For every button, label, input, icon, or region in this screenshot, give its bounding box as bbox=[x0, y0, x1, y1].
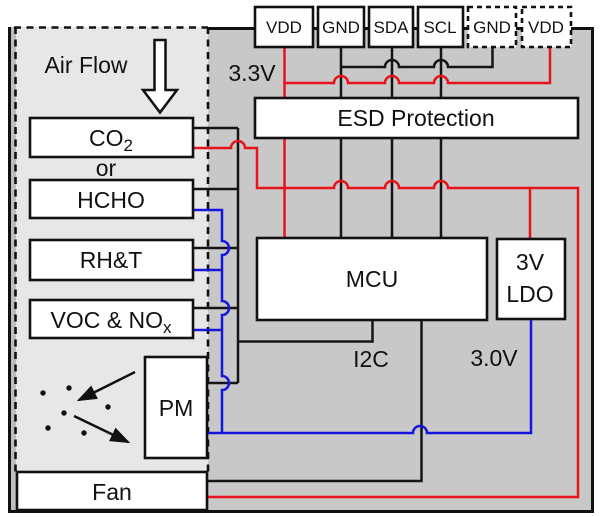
co2-label: CO2 bbox=[89, 125, 133, 155]
rail-30v-sensor-bus-wire bbox=[193, 208, 231, 433]
pin-sda bbox=[367, 5, 415, 49]
co2-label-subscript: 2 bbox=[124, 136, 133, 155]
rail-33v-main-wire bbox=[193, 139, 580, 499]
i2c-bus-label: I2C bbox=[353, 346, 389, 372]
particle-dot bbox=[61, 410, 67, 416]
fan-box bbox=[15, 470, 209, 512]
vdd-aux-branch-wire bbox=[284, 48, 552, 85]
pin-gnd-label: GND bbox=[322, 18, 360, 37]
co2-sensor-box bbox=[28, 116, 195, 159]
left-shade-strip bbox=[8, 27, 16, 513]
air-flow-down-arrow-icon bbox=[140, 38, 180, 115]
rht-label: RH&T bbox=[80, 247, 143, 273]
pin-scl bbox=[416, 5, 465, 49]
gnd-aux-branch-wire bbox=[341, 48, 494, 69]
pin-vdd bbox=[253, 5, 315, 49]
pin-gnd-aux-label: GND bbox=[473, 18, 511, 37]
annotations: Air Flow 3.3V I2C 3.0V bbox=[44, 52, 518, 372]
signal-wires bbox=[193, 47, 494, 483]
ldo-label-line1: 3V bbox=[516, 249, 545, 275]
particle-dot bbox=[105, 404, 111, 410]
particle-dot bbox=[66, 385, 72, 391]
particle-dot bbox=[40, 390, 46, 396]
co2-label-main: CO bbox=[89, 125, 124, 151]
pin-vdd-aux bbox=[520, 5, 573, 49]
component-boxes bbox=[15, 96, 580, 512]
rht-sensor-box bbox=[28, 238, 195, 282]
block-labels: ESD Protection MCU 3V LDO CO2 or HCHO RH… bbox=[51, 105, 554, 505]
voc-nox-label: VOC & NOx bbox=[51, 307, 172, 337]
voltage-30v-label: 3.0V bbox=[470, 345, 518, 371]
particle-scatter-icon bbox=[40, 370, 136, 444]
pm-label: PM bbox=[159, 395, 194, 421]
i2c-bus-to-mcu-wire bbox=[238, 320, 374, 343]
voltage-33v-label: 3.3V bbox=[228, 60, 276, 86]
particle-dot bbox=[81, 430, 87, 436]
rail-30v-wires bbox=[193, 208, 533, 435]
voc-nox-sensor-box bbox=[28, 298, 195, 340]
pin-sda-label: SDA bbox=[374, 18, 410, 37]
voc-label-subscript: x bbox=[163, 318, 172, 337]
rail-33v-wires bbox=[193, 47, 580, 499]
pin-scl-label: SCL bbox=[423, 18, 456, 37]
ldo-label-line2: LDO bbox=[506, 281, 553, 307]
pm-sensor-box bbox=[143, 355, 209, 460]
mcu-label: MCU bbox=[346, 266, 398, 292]
air-flow-label: Air Flow bbox=[44, 52, 127, 78]
enclosure-border bbox=[8, 27, 594, 513]
hcho-label: HCHO bbox=[77, 187, 145, 213]
pin-vdd-label: VDD bbox=[266, 18, 302, 37]
particle-arrow-in-icon bbox=[76, 370, 136, 402]
particle-dot bbox=[45, 425, 51, 431]
mcu-box bbox=[255, 236, 489, 322]
fan-label: Fan bbox=[92, 479, 132, 505]
esd-protection-label: ESD Protection bbox=[337, 105, 494, 131]
particle-arrow-out-icon bbox=[73, 414, 131, 444]
voc-label-main: VOC & NO bbox=[51, 307, 163, 333]
pin-gnd bbox=[316, 5, 366, 49]
connector-pins: VDD GND SDA SCL GND VDD bbox=[253, 5, 573, 49]
pin-vdd-aux-label: VDD bbox=[528, 18, 564, 37]
mcu-to-fan-wire bbox=[207, 320, 423, 483]
hcho-sensor-box bbox=[28, 178, 195, 220]
or-label: or bbox=[96, 155, 117, 181]
rail-30v-ldo-wire bbox=[207, 319, 533, 435]
ldo-box bbox=[495, 237, 567, 321]
pin-gnd-aux bbox=[466, 5, 518, 49]
esd-protection-box bbox=[253, 96, 580, 140]
